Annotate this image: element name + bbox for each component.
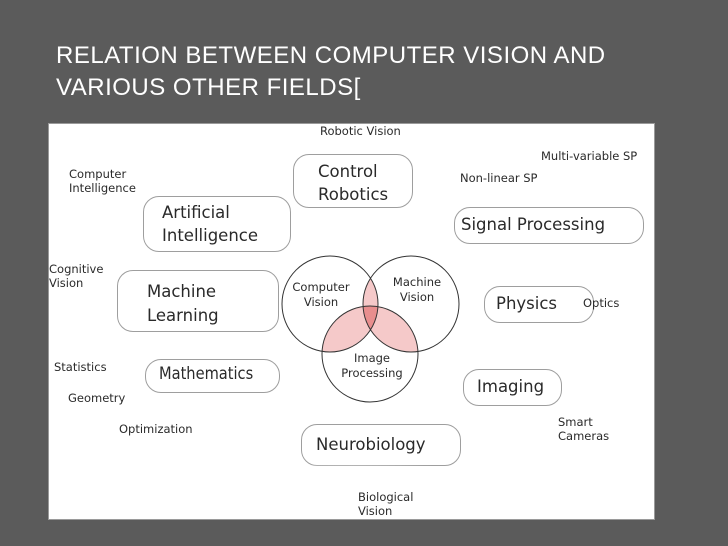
biological-vision-line2: Vision — [358, 504, 393, 518]
signal-processing-bubble — [454, 207, 644, 244]
slide-title: RELATION BETWEEN COMPUTER VISION AND VAR… — [56, 40, 696, 104]
diagram-panel: Robotic Vision Control Robotics Multi-va… — [48, 123, 655, 520]
venn-image-processing-line1: Image — [353, 351, 391, 365]
venn-circle-image-processing — [321, 305, 419, 403]
optimization-label: Optimization — [119, 422, 193, 436]
signal-processing-label: Signal Processing — [461, 215, 606, 234]
geometry-label: Geometry — [68, 391, 126, 405]
imaging-label: Imaging — [477, 377, 545, 396]
mathematics-label: Mathematics — [159, 364, 254, 384]
robotic-vision-label: Robotic Vision — [320, 124, 401, 138]
venn-machine-vision-line2: Vision — [399, 290, 435, 304]
machine-learning-bubble — [117, 270, 279, 332]
venn-circle-computer-vision — [281, 255, 379, 353]
mathematics-bubble — [145, 359, 280, 393]
computer-intelligence-line1: Computer — [69, 167, 127, 181]
control-robotics-bubble — [293, 154, 413, 208]
venn-diagram — [281, 255, 460, 403]
multi-variable-sp-label: Multi-variable SP — [541, 149, 638, 163]
artificial-intelligence-bubble — [143, 196, 291, 252]
statistics-label: Statistics — [54, 360, 107, 374]
physics-label: Physics — [496, 294, 558, 313]
venn-image-processing-line2: Processing — [341, 366, 403, 380]
neurobiology-label: Neurobiology — [316, 435, 426, 454]
venn-overlap-ac — [322, 306, 378, 352]
intelligence-label: Intelligence — [162, 226, 259, 245]
venn-circle-machine-vision — [362, 255, 460, 353]
physics-bubble — [484, 286, 594, 323]
robotics-label: Robotics — [318, 185, 389, 204]
title-line-2: VARIOUS OTHER FIELDS[ — [56, 74, 361, 101]
artificial-label: Artificial — [162, 203, 230, 222]
control-label: Control — [318, 162, 378, 181]
machine-label: Machine — [147, 282, 217, 301]
imaging-bubble — [463, 369, 562, 406]
biological-vision-line1: Biological — [358, 490, 414, 504]
optics-label: Optics — [583, 296, 620, 310]
venn-computer-vision-line1: Computer — [292, 280, 350, 294]
venn-overlap-bc — [363, 306, 418, 352]
title-line-1: RELATION BETWEEN COMPUTER VISION AND — [56, 42, 606, 69]
cognitive-vision-line1: Cognitive — [49, 262, 104, 276]
smart-cameras-line1: Smart — [558, 415, 593, 429]
venn-machine-vision-line1: Machine — [392, 275, 442, 289]
learning-label: Learning — [147, 306, 219, 325]
smart-cameras-line2: Cameras — [558, 429, 610, 443]
slide-glow-decoration — [250, 464, 450, 474]
venn-computer-vision-line2: Vision — [303, 295, 339, 309]
computer-intelligence-line2: Intelligence — [69, 181, 136, 195]
non-linear-sp-label: Non-linear SP — [460, 171, 538, 185]
cognitive-vision-line2: Vision — [49, 276, 84, 290]
